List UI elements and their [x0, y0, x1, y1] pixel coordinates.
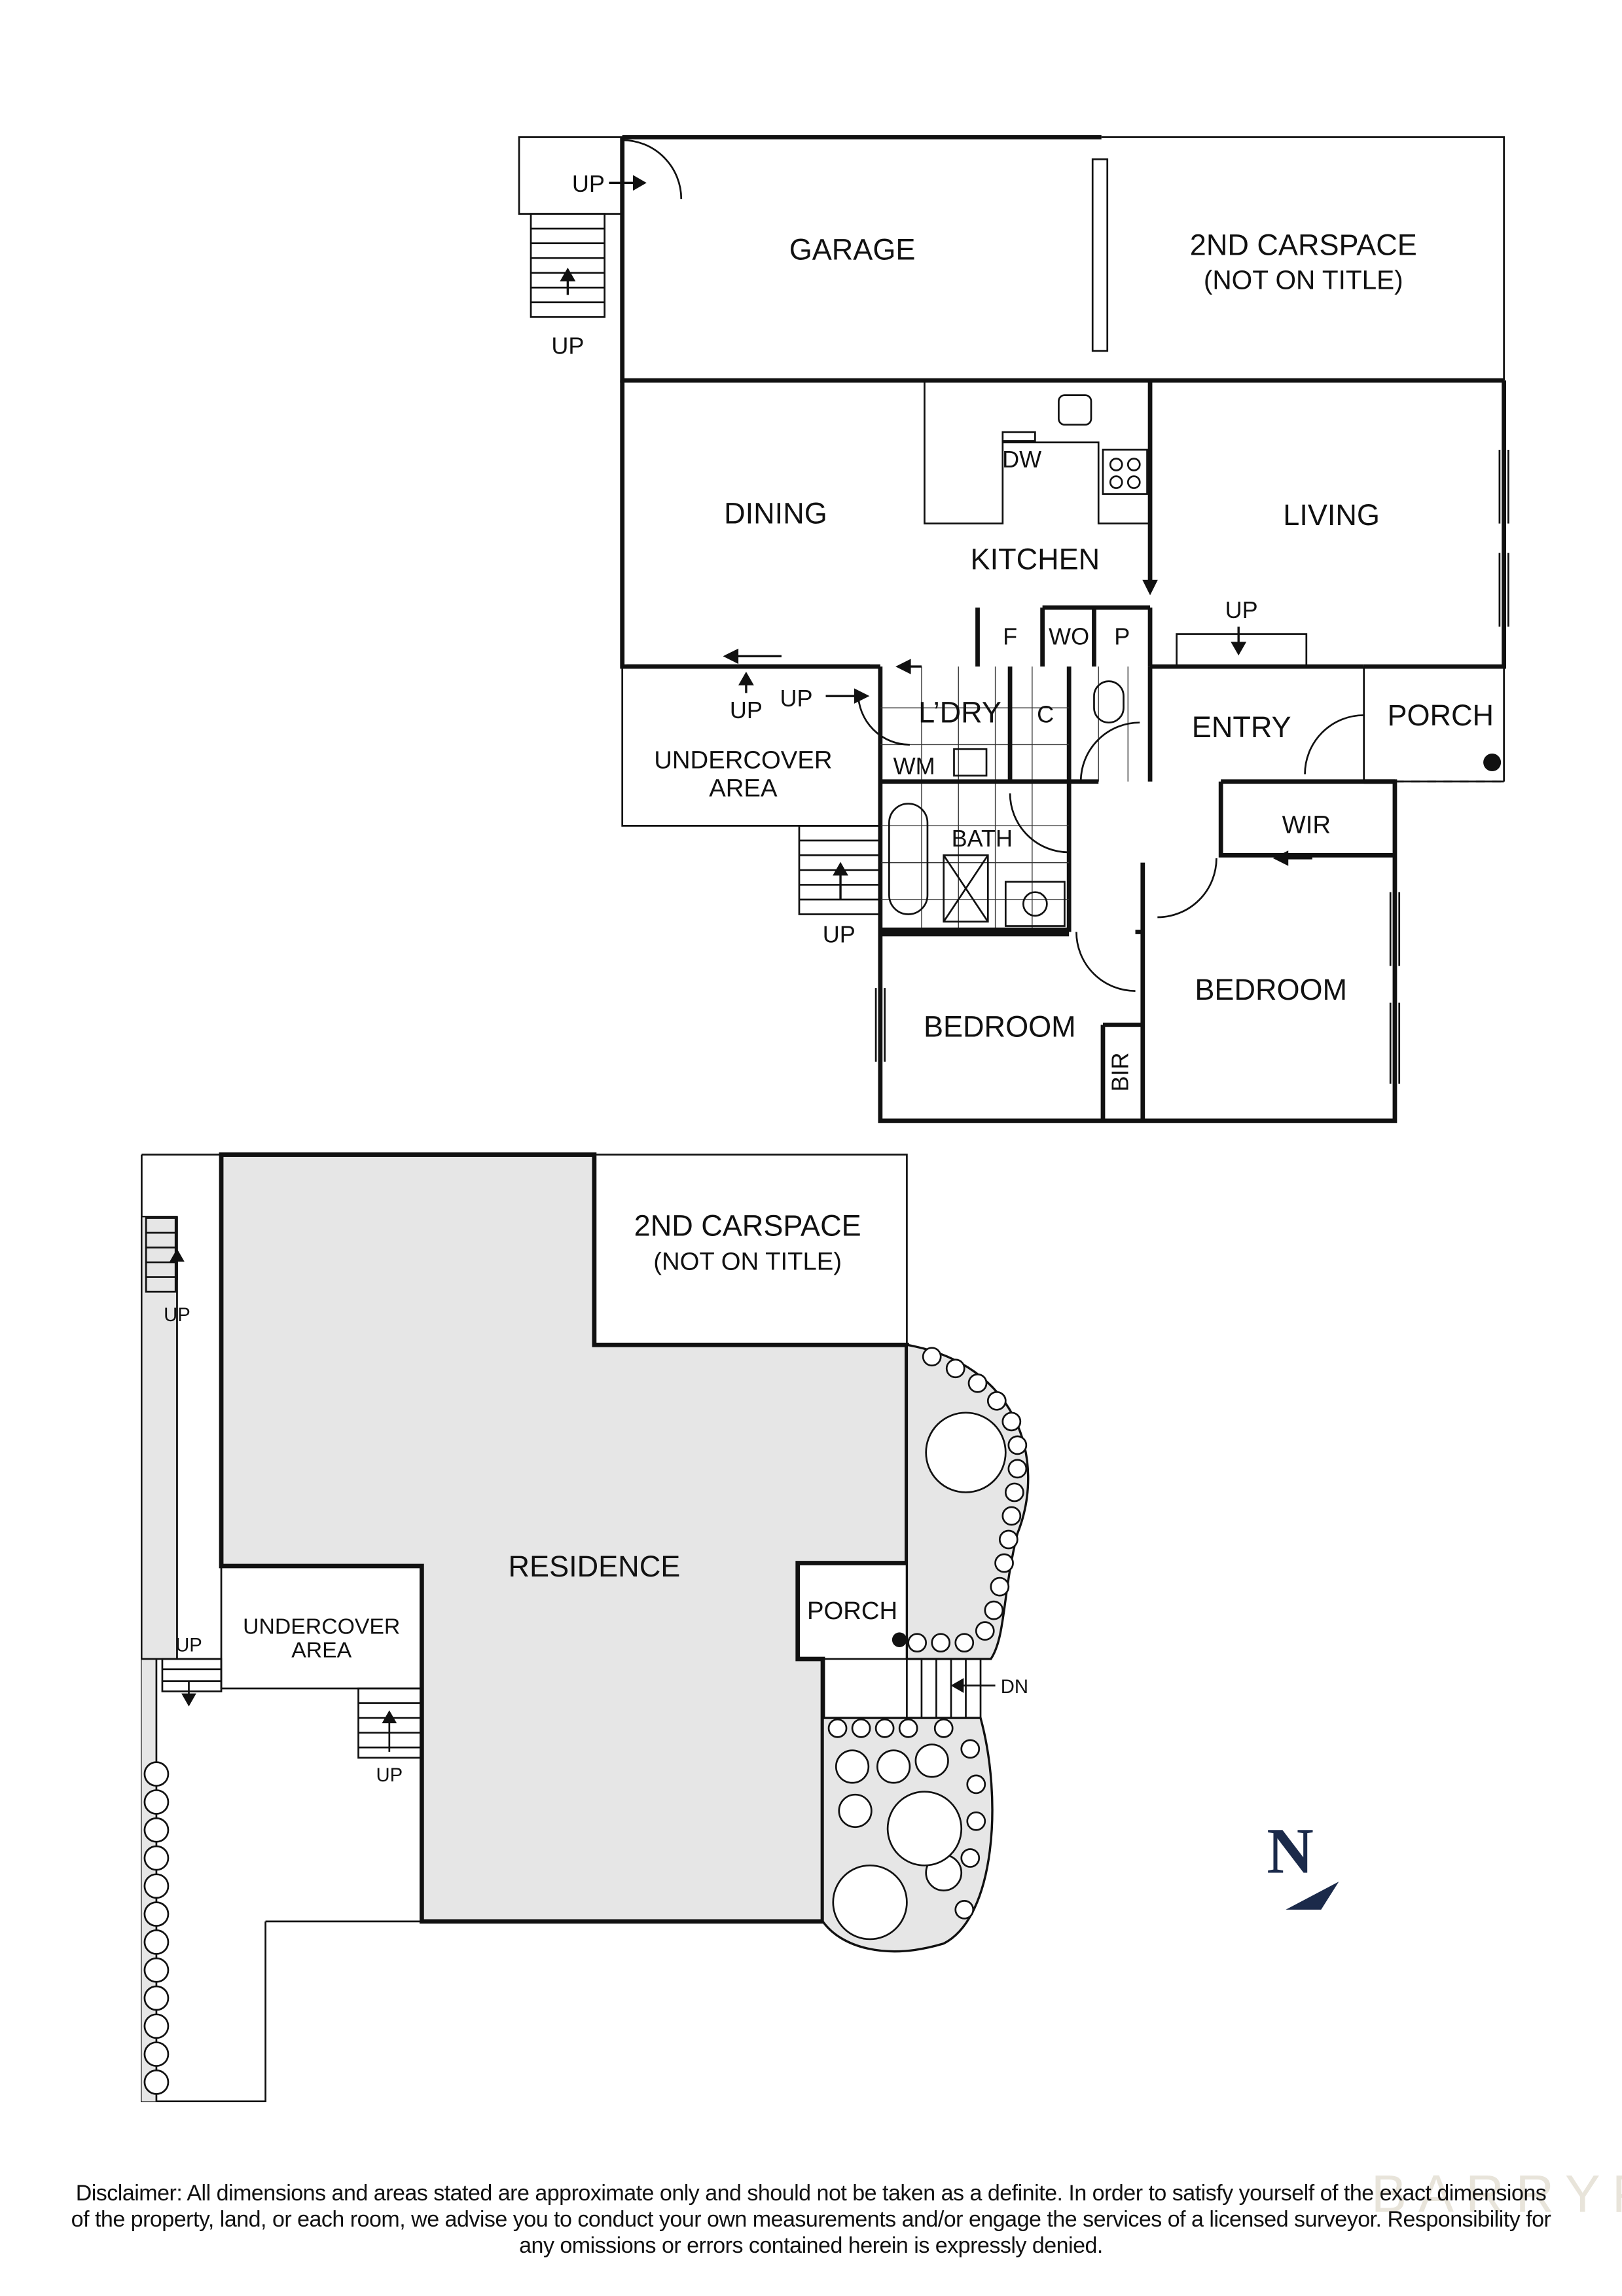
disclaimer-text: Disclaimer: All dimensions and areas sta…	[71, 2181, 1551, 2258]
room-label-carspace: 2ND CARSPACE	[1190, 228, 1417, 262]
room-label-undercover: UNDERCOVER	[654, 746, 832, 774]
stair-label-up: UP	[1225, 596, 1258, 623]
site-stair-label-up: UP	[376, 1764, 403, 1786]
site-stair-label-dn: DN	[1001, 1676, 1028, 1698]
room-label-laundry: L’DRY	[918, 696, 1001, 729]
stair-label-up: UP	[551, 333, 584, 359]
room-label-bedroom-1: BEDROOM	[924, 1010, 1076, 1043]
room-label-dining: DINING	[724, 497, 827, 530]
label-bir: BIR	[1106, 1052, 1133, 1091]
room-label-entry: ENTRY	[1192, 710, 1291, 744]
garden-bed	[905, 1343, 1030, 1660]
shrubs-left-strip	[143, 1761, 170, 2095]
room-label-garage: GARAGE	[789, 232, 916, 266]
site-stair-label-up: UP	[175, 1635, 202, 1656]
site-label-carspace-note: (NOT ON TITLE)	[653, 1247, 842, 1275]
site-label-undercover: UNDERCOVER	[243, 1614, 400, 1639]
stair-label-up: UP	[823, 920, 856, 947]
room-label-bath: BATH	[952, 825, 1013, 852]
room-label-living: LIVING	[1283, 498, 1380, 532]
label-wall-oven: WO	[1049, 623, 1089, 649]
north-label: N	[1267, 1816, 1314, 1887]
room-label-wir: WIR	[1282, 811, 1331, 839]
label-washing-machine: WM	[893, 753, 935, 780]
site-label-porch: PORCH	[807, 1597, 897, 1625]
site-label-residence: RESIDENCE	[509, 1550, 681, 1583]
site-stair-label-up: UP	[164, 1304, 190, 1326]
shrubs	[827, 1347, 1028, 1941]
room-label-kitchen: KITCHEN	[971, 542, 1100, 575]
residence-footprint	[219, 1152, 909, 1924]
site-label-carspace: 2ND CARSPACE	[634, 1209, 861, 1243]
room-label-undercover-area: AREA	[709, 774, 778, 802]
north-arrow-icon: N	[1267, 1816, 1339, 1910]
upper-floor-plan: GARAGE 2ND CARSPACE (NOT ON TITLE) DININ…	[518, 135, 1509, 1123]
room-label-bedroom-2: BEDROOM	[1195, 973, 1347, 1006]
stair-label-up: UP	[780, 685, 812, 712]
label-dishwasher: DW	[1002, 446, 1041, 473]
stair-label-up: UP	[730, 697, 763, 723]
stairs-top-left	[530, 213, 606, 318]
room-label-carspace-note: (NOT ON TITLE)	[1204, 264, 1403, 295]
label-fridge: F	[1003, 623, 1017, 649]
stair-label-up: UP	[572, 170, 605, 197]
site-label-undercover-area: AREA	[291, 1638, 351, 1663]
label-pantry: P	[1114, 623, 1130, 649]
site-plan: RESIDENCE 2ND CARSPACE (NOT ON TITLE) UN…	[141, 1152, 1030, 2103]
watermark-logo: BARRYPLANT	[1371, 2165, 1622, 2224]
room-label-porch: PORCH	[1387, 699, 1494, 732]
label-cupboard: C	[1037, 701, 1054, 728]
